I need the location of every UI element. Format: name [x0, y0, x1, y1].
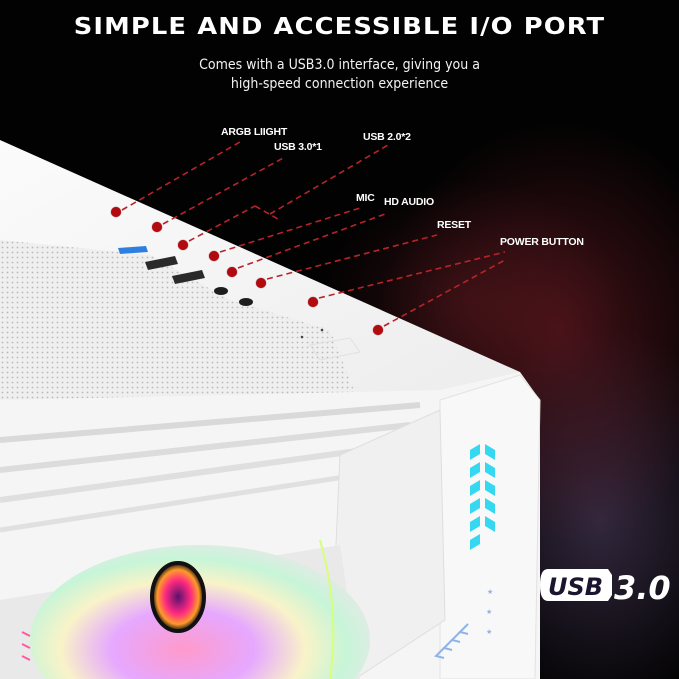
callout-label-usb2: USB 2.0*2 — [363, 131, 411, 143]
callout-dot-usb2 — [178, 240, 188, 250]
page-subtitle: Comes with a USB3.0 interface, giving yo… — [0, 56, 679, 94]
callout-dot-power-button — [308, 297, 318, 307]
callout-dot-mic — [209, 251, 219, 261]
svg-text:★: ★ — [486, 628, 492, 636]
svg-text:★: ★ — [486, 608, 492, 616]
callout-label-mic: MIC — [356, 192, 375, 204]
svg-text:★: ★ — [487, 588, 493, 596]
callout-dot-reset — [256, 278, 266, 288]
callout-dot-usb3 — [152, 222, 162, 232]
callout-label-reset: RESET — [437, 219, 472, 231]
callout-label-argb-light: ARGB LIIGHT — [221, 126, 288, 138]
io-ports — [118, 246, 361, 361]
usb3-logo-icon: USB 3.0 — [540, 569, 671, 607]
usb-badge-left: USB — [548, 573, 603, 601]
subtitle-line-2: high-speed connection experience — [230, 76, 449, 92]
callout-label-usb3: USB 3.0*1 — [274, 141, 322, 153]
usb-badge-right: 3.0 — [614, 569, 671, 607]
callout-dot-hd-audio — [227, 267, 237, 277]
subtitle-line-1: Comes with a USB3.0 interface, giving yo… — [199, 57, 480, 73]
callout-dot-argb-light — [111, 207, 121, 217]
callout-dot-extra — [373, 325, 383, 335]
led-chevrons — [470, 444, 495, 550]
callout-label-power-button: POWER BUTTON — [500, 236, 584, 248]
callout-label-hd-audio: HD AUDIO — [384, 196, 434, 208]
page-title: SIMPLE AND ACCESSIBLE I/O PORT — [73, 14, 606, 40]
